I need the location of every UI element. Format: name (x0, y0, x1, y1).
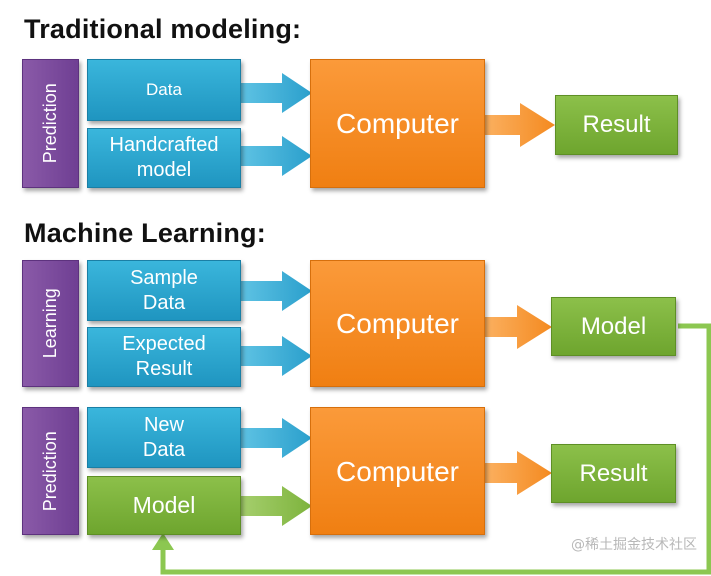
result-box-traditional: Result (555, 95, 678, 155)
expected-result-box: Expected Result (87, 327, 241, 387)
arrow-model-in-to-computer (240, 486, 312, 526)
arrow-computer-to-result (485, 103, 555, 147)
computer-box-traditional: Computer (310, 59, 485, 188)
model-box-input: Model (87, 476, 241, 535)
machine-learning-heading: Machine Learning: (24, 218, 266, 248)
watermark: @稀土掘金技术社区 (571, 537, 697, 553)
new-data-box: New Data (87, 407, 241, 468)
prediction-label: Prediction (22, 407, 79, 535)
arrow-model-to-computer (240, 136, 312, 176)
arrow-data-to-computer (240, 73, 312, 113)
traditional-modeling-heading: Traditional modeling: (24, 14, 302, 44)
arrow-expected-to-computer (240, 336, 312, 376)
arrow-computer-to-model (485, 305, 552, 349)
arrow-computer-to-result-2 (485, 451, 552, 495)
traditional-prediction-label: Prediction (22, 59, 79, 188)
computer-box-learning: Computer (310, 260, 485, 387)
computer-box-prediction: Computer (310, 407, 485, 535)
arrow-sample-to-computer (240, 271, 312, 311)
handcrafted-model-box: Handcrafted model (87, 128, 241, 188)
feedback-arrowhead (152, 533, 174, 550)
data-box: Data (87, 59, 241, 121)
feedback-line (160, 323, 711, 575)
result-box-prediction: Result (551, 444, 676, 503)
sample-data-box: Sample Data (87, 260, 241, 321)
model-box-output: Model (551, 297, 676, 356)
arrow-newdata-to-computer (240, 418, 312, 458)
learning-label: Learning (22, 260, 79, 387)
